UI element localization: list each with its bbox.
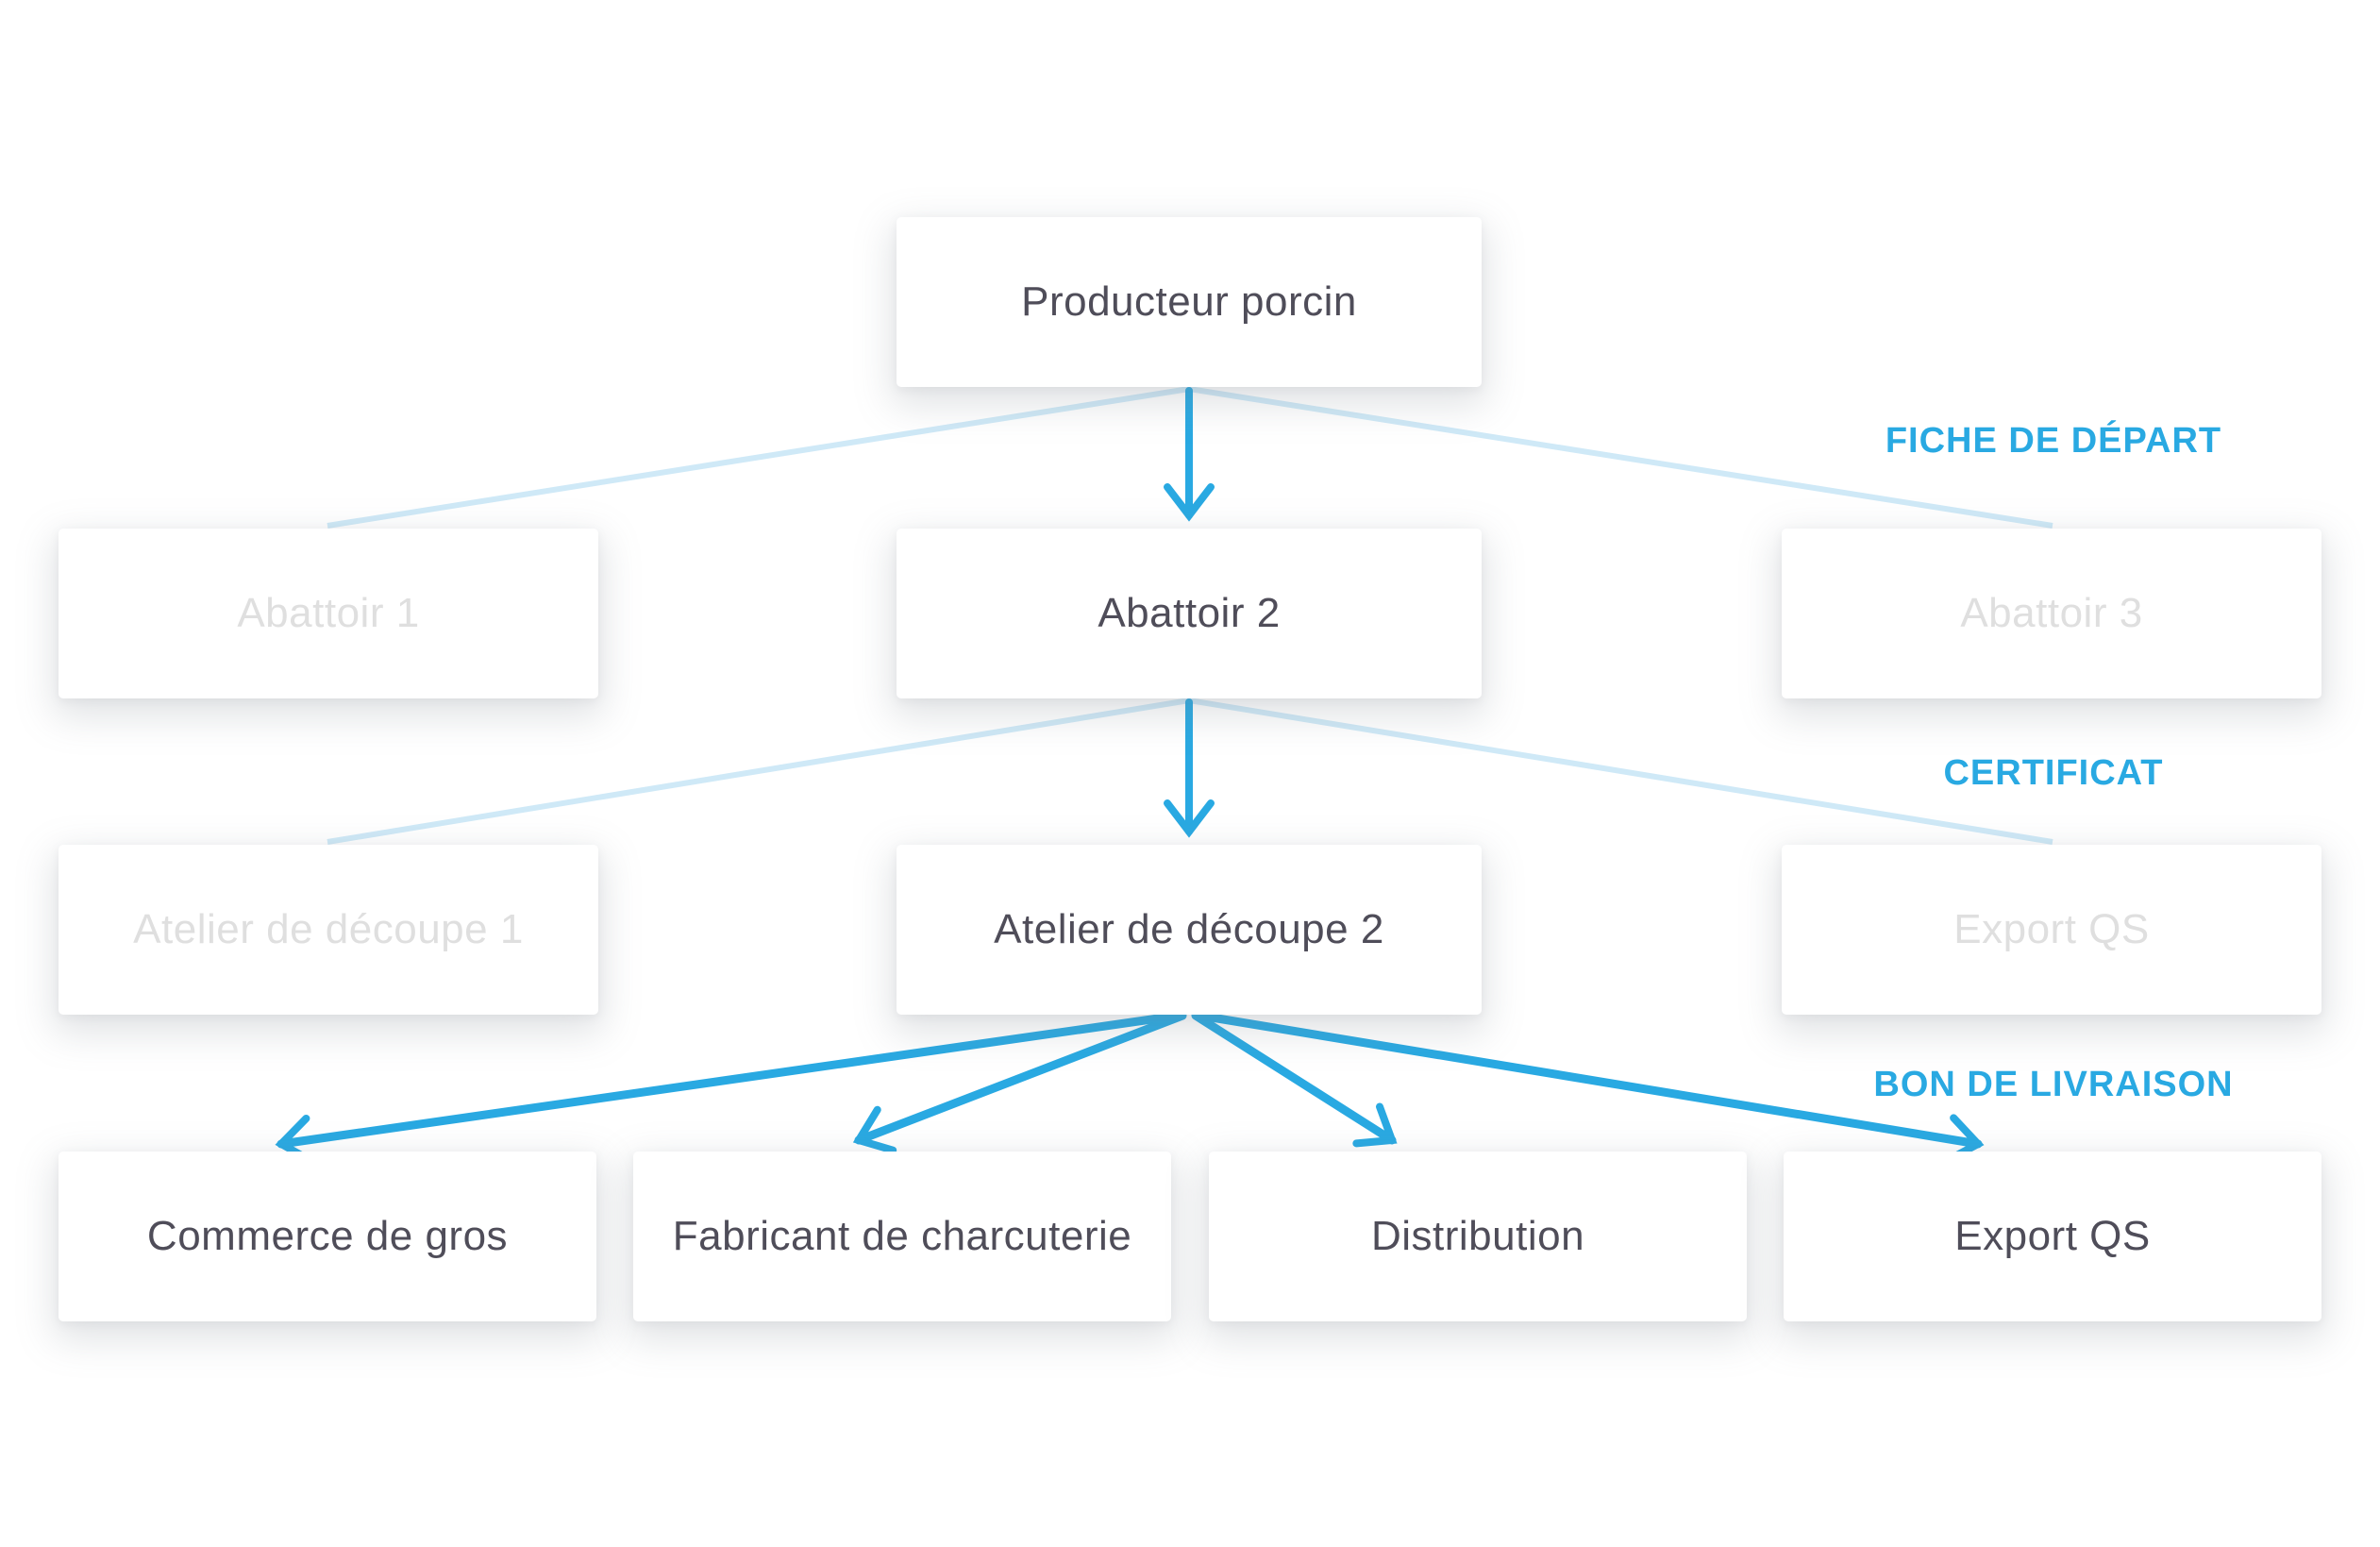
node-export-qs-bottom-label: Export QS [1954,1213,2151,1259]
edge-abattoir2-exportqs-mid [1188,698,2053,845]
node-fabricant-de-charcuterie[interactable]: Fabricant de charcuterie [633,1152,1171,1321]
edge-abattoir2-atelier1 [327,698,1190,845]
node-abattoir-1[interactable]: Abattoir 1 [59,529,598,698]
node-abattoir-3[interactable]: Abattoir 3 [1782,529,2321,698]
edge-label-bon-de-livraison: BON DE LIVRAISON [1873,1065,2234,1104]
arrow-atelier2-exportqs [1196,1011,1985,1165]
arrow-atelier2-fabricant [852,1011,1187,1154]
node-export-qs-bottom[interactable]: Export QS [1784,1152,2321,1321]
edge-label-fiche-de-depart: FICHE DE DÉPART [1885,421,2222,461]
node-distribution-label: Distribution [1370,1213,1585,1259]
node-atelier-decoupe-2-label: Atelier de découpe 2 [994,906,1384,952]
edge-label-certificat: CERTIFICAT [1943,753,2164,793]
node-atelier-decoupe-1[interactable]: Atelier de découpe 1 [59,845,598,1015]
node-atelier-decoupe-2[interactable]: Atelier de découpe 2 [897,845,1482,1015]
arrow-atelier2-commerce [275,1011,1182,1166]
edge-producteur-abattoir1 [327,386,1190,529]
node-producteur-porcin-label: Producteur porcin [1021,278,1357,325]
node-atelier-decoupe-1-label: Atelier de découpe 1 [133,906,524,952]
node-distribution[interactable]: Distribution [1209,1152,1747,1321]
edge-producteur-abattoir3 [1188,386,2053,529]
arrow-atelier2-distribution [1191,1011,1398,1148]
node-commerce-de-gros[interactable]: Commerce de gros [59,1152,596,1321]
node-abattoir-2[interactable]: Abattoir 2 [897,529,1482,698]
node-export-qs-mid[interactable]: Export QS [1782,845,2321,1015]
node-abattoir-3-label: Abattoir 3 [1960,590,2143,636]
node-fabricant-de-charcuterie-label: Fabricant de charcuterie [672,1213,1132,1259]
node-export-qs-mid-label: Export QS [1953,906,2150,952]
node-commerce-de-gros-label: Commerce de gros [146,1213,509,1259]
node-producteur-porcin[interactable]: Producteur porcin [897,217,1482,387]
node-abattoir-1-label: Abattoir 1 [237,590,420,636]
node-abattoir-2-label: Abattoir 2 [1098,590,1281,636]
